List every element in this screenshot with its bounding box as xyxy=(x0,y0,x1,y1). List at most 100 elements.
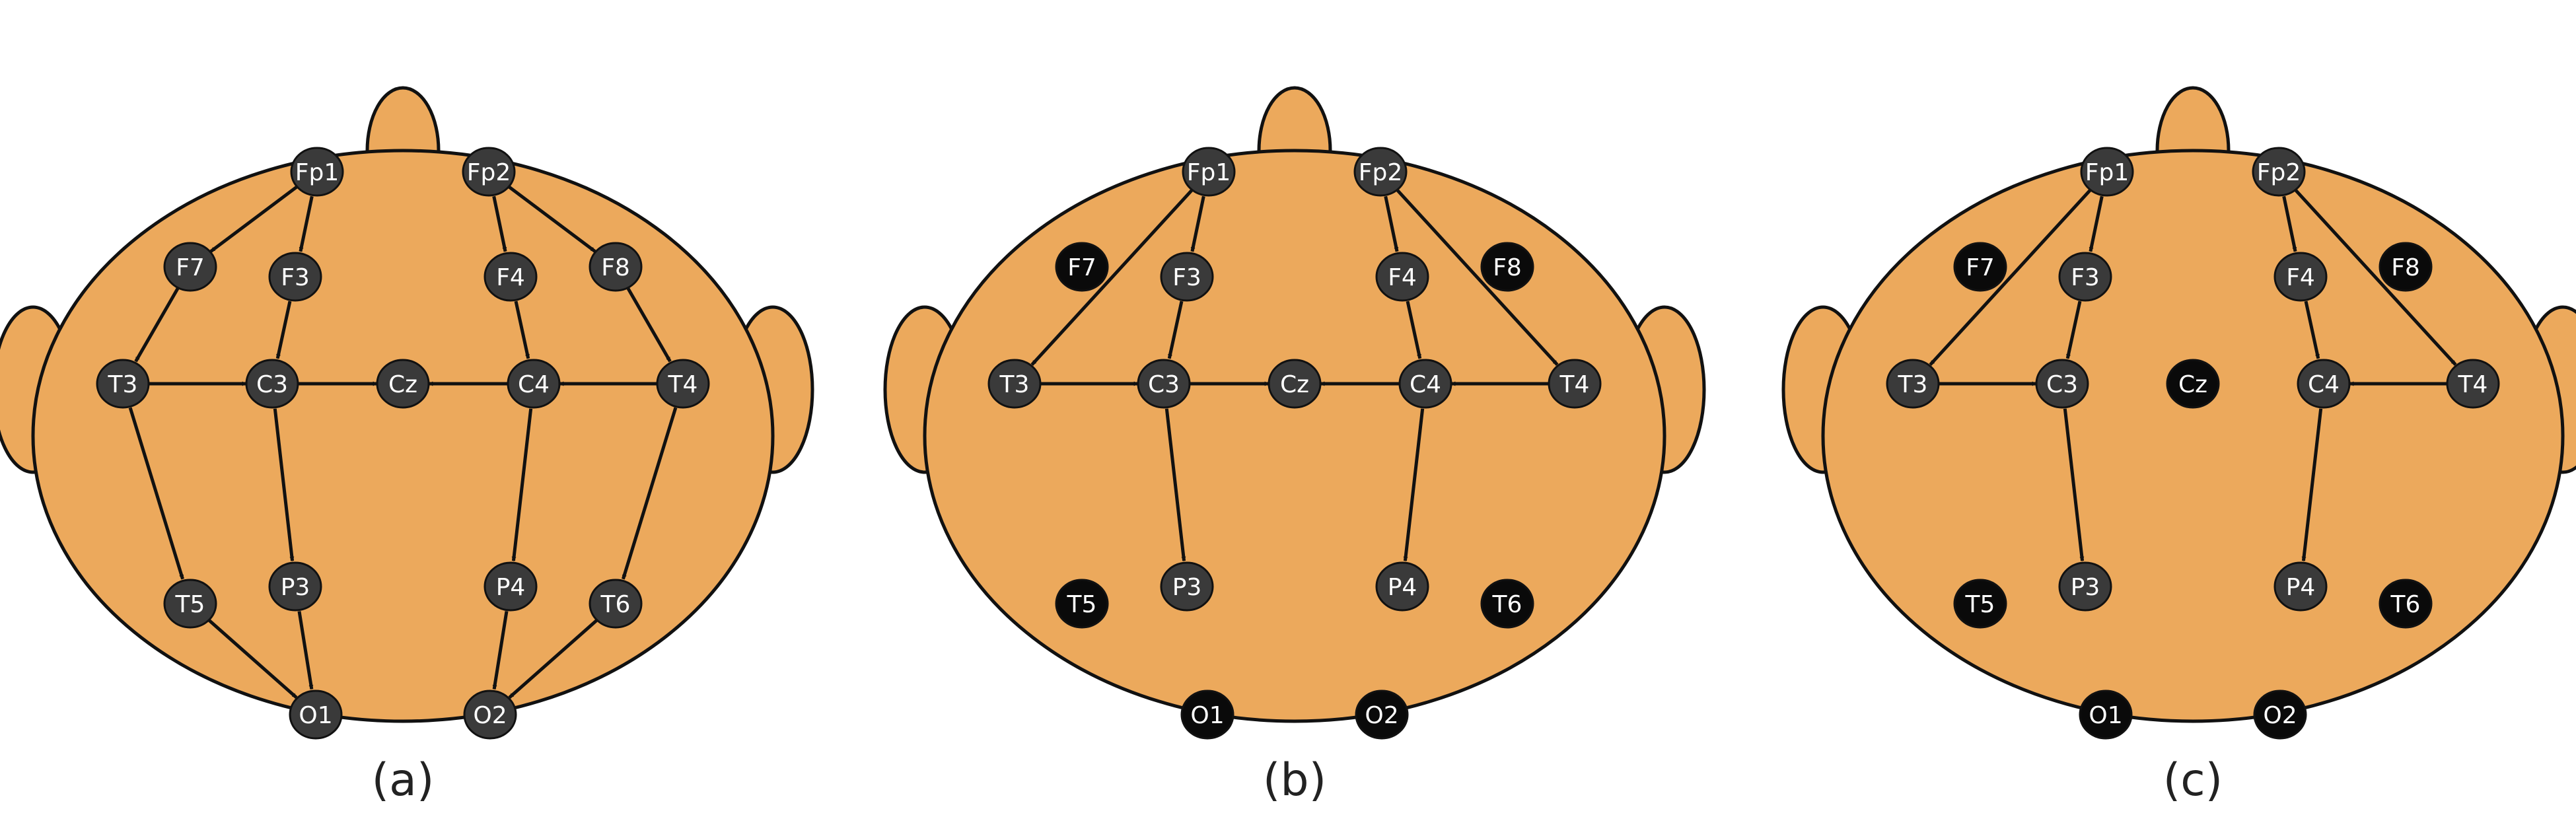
electrode-label: F4 xyxy=(1388,264,1417,291)
electrode-p4: P4 xyxy=(2273,561,2328,612)
electrode-node xyxy=(2379,579,2433,629)
electrode-label: Cz xyxy=(1280,371,1309,398)
electrode-node xyxy=(1353,147,1408,197)
electrode-node xyxy=(1953,242,2007,292)
edge-arrow-f3-to-c3 xyxy=(2065,301,2082,359)
edge-arrow-fp2-to-f8 xyxy=(507,185,596,253)
electrode-label: F8 xyxy=(601,254,630,281)
electrode-node xyxy=(268,561,322,612)
electrode-fp1: Fp1 xyxy=(2080,147,2134,197)
electrode-node xyxy=(2035,359,2089,409)
electrode-t3: T3 xyxy=(987,359,1042,409)
edge-arrow-t3-to-t5 xyxy=(128,407,184,580)
electrode-node xyxy=(1480,242,1534,292)
electrode-node xyxy=(1953,579,2007,629)
electrode-label: C3 xyxy=(2046,371,2078,398)
electrode-label: F8 xyxy=(1493,254,1522,281)
edge-arrow-p3-to-o1 xyxy=(297,611,314,690)
electrode-node xyxy=(589,579,643,629)
edge-arrow-f4-to-c4 xyxy=(2304,301,2320,359)
electrode-f7: F7 xyxy=(163,242,217,292)
edge-arrow-fp1-to-f7 xyxy=(209,185,299,253)
electrode-label: Cz xyxy=(388,371,417,398)
electrode-cz: Cz xyxy=(376,359,430,409)
electrode-node xyxy=(1548,359,1602,409)
electrode-node xyxy=(245,359,299,409)
electrode-t6: T6 xyxy=(589,579,643,629)
edge-arrow-p4-to-o2 xyxy=(492,611,509,690)
electrode-f4: F4 xyxy=(2273,252,2328,302)
electrode-label: C4 xyxy=(1410,371,1441,398)
electrode-p3: P3 xyxy=(268,561,322,612)
electrode-f8: F8 xyxy=(2379,242,2433,292)
electrode-f4: F4 xyxy=(1375,252,1429,302)
electrode-f7: F7 xyxy=(1953,242,2007,292)
electrode-node xyxy=(2446,359,2500,409)
electrode-label: T5 xyxy=(1067,591,1097,618)
edge-arrow-c4-to-p4 xyxy=(511,408,533,561)
electrode-node xyxy=(1182,147,1236,197)
electrode-label: F4 xyxy=(2286,264,2315,291)
electrode-label: O1 xyxy=(299,702,332,729)
edges xyxy=(1929,189,2457,561)
electrode-node xyxy=(483,561,538,612)
panel-caption: (a) xyxy=(372,754,435,806)
electrode-node xyxy=(1160,561,1214,612)
electrode-label: P4 xyxy=(496,574,526,601)
electrode-cz: Cz xyxy=(1268,359,1322,409)
electrode-t5: T5 xyxy=(1953,579,2007,629)
electrode-label: T5 xyxy=(1965,591,1995,618)
head-outline xyxy=(31,149,775,723)
electrode-label: O2 xyxy=(2263,702,2297,729)
electrode-o2: O2 xyxy=(2253,690,2307,740)
electrode-node xyxy=(96,359,150,409)
electrode-cz: Cz xyxy=(2166,359,2220,409)
panel-caption: (b) xyxy=(1263,754,1326,806)
electrode-node xyxy=(289,690,343,740)
electrode-node xyxy=(2080,147,2134,197)
electrode-label: F7 xyxy=(176,254,205,281)
electrode-label: P4 xyxy=(2286,574,2316,601)
electrode-label: Fp2 xyxy=(1359,159,1402,186)
electrode-node xyxy=(656,359,710,409)
electrode-node xyxy=(1055,579,1109,629)
electrode-node xyxy=(268,252,322,302)
edge-arrow-t4-to-t6 xyxy=(622,407,678,580)
electrode-p3: P3 xyxy=(2058,561,2112,612)
electrode-label: T6 xyxy=(2390,591,2421,618)
electrode-label: C3 xyxy=(256,371,288,398)
electrode-node xyxy=(1398,359,1452,409)
head-outline xyxy=(923,149,1666,723)
electrode-p4: P4 xyxy=(483,561,538,612)
electrode-label: C3 xyxy=(1148,371,1180,398)
electrode-label: F7 xyxy=(1067,254,1096,281)
edge-arrow-fp2-to-t4 xyxy=(1396,189,1559,366)
electrode-t6: T6 xyxy=(2379,579,2433,629)
electrode-fp2: Fp2 xyxy=(462,147,516,197)
electrode-node xyxy=(1160,252,1214,302)
edge-arrow-fp1-to-f3 xyxy=(1190,195,1205,252)
electrode-p3: P3 xyxy=(1160,561,1214,612)
electrode-node xyxy=(2079,690,2133,740)
electrode-t3: T3 xyxy=(1886,359,1940,409)
electrode-label: P3 xyxy=(281,574,310,601)
electrode-label: P4 xyxy=(1388,574,1417,601)
electrode-label: T3 xyxy=(1898,371,1928,398)
electrode-label: T4 xyxy=(2458,371,2488,398)
electrode-node xyxy=(2253,690,2307,740)
electrode-label: C4 xyxy=(2308,371,2340,398)
electrode-label: Fp1 xyxy=(2085,159,2129,186)
electrode-f3: F3 xyxy=(268,252,322,302)
electrode-f8: F8 xyxy=(589,242,643,292)
electrode-node xyxy=(1480,579,1534,629)
electrode-node xyxy=(2273,252,2328,302)
electrode-c4: C4 xyxy=(2297,359,2351,409)
electrode-label: T6 xyxy=(1492,591,1522,618)
electrode-node xyxy=(2297,359,2351,409)
electrode-node xyxy=(1268,359,1322,409)
electrode-label: F4 xyxy=(496,264,525,291)
edges xyxy=(128,185,678,699)
